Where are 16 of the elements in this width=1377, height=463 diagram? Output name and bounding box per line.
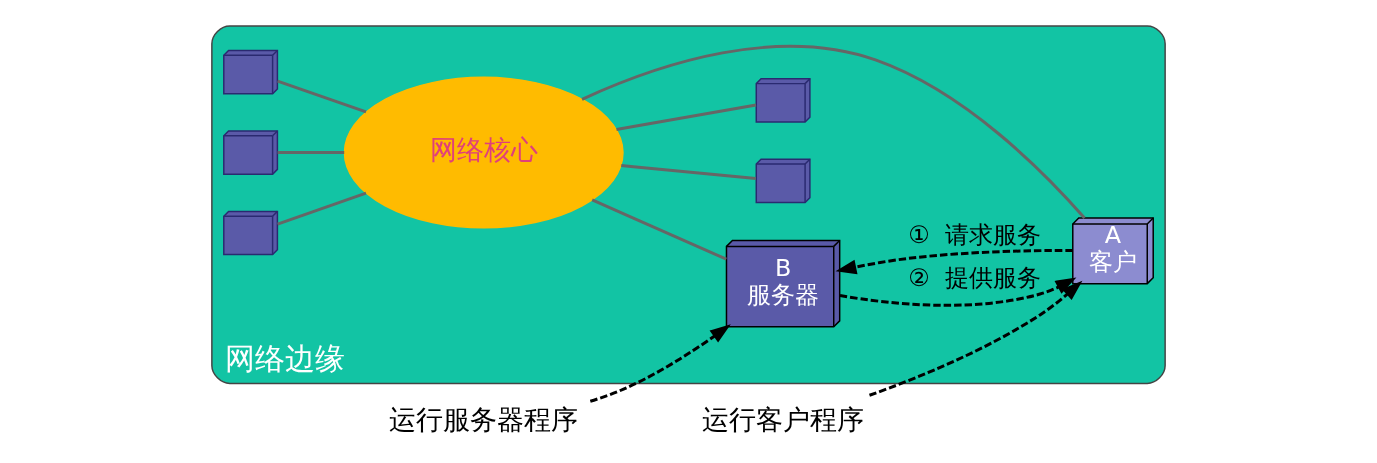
connector (277, 79, 367, 114)
node-ellipse: 网络核心 (343, 76, 624, 229)
edge-label: ① 请求服务 (908, 221, 1041, 250)
connector (591, 198, 727, 261)
arrow (868, 280, 1083, 397)
arrow (835, 248, 1073, 275)
edge-label: ② 提供服务 (908, 264, 1041, 293)
connector (621, 164, 757, 180)
arrow (589, 324, 731, 403)
connector (277, 191, 367, 226)
connector (277, 151, 345, 155)
node-text: 运行客户程序 (702, 403, 865, 435)
connector (581, 45, 1086, 219)
arrow (839, 277, 1077, 307)
node-text: 运行服务器程序 (389, 403, 579, 435)
connector (616, 103, 757, 131)
